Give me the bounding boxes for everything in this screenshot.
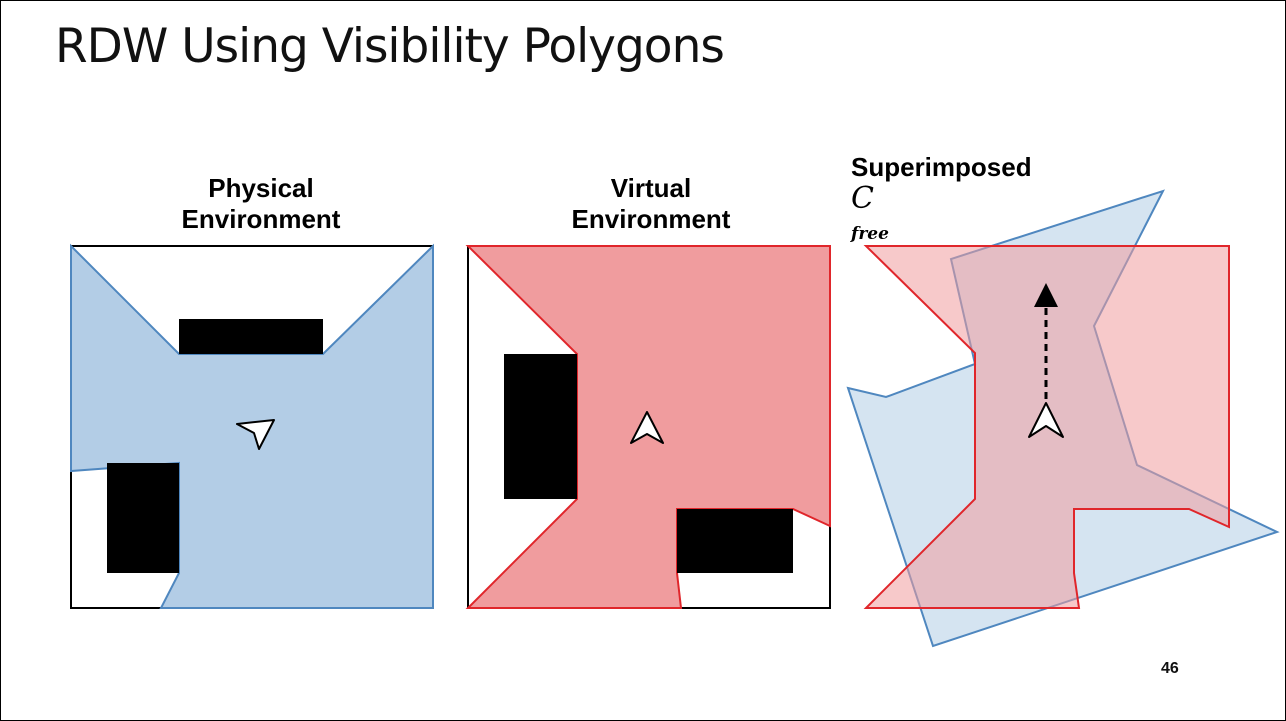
superimposed-panel bbox=[846, 189, 1280, 648]
virtual-environment-label: Virtual Environment bbox=[511, 173, 791, 235]
physical-environment-panel bbox=[70, 243, 434, 609]
virtual-user-arrow-icon bbox=[630, 411, 664, 444]
virtual-obstacle-bottom-right bbox=[677, 509, 793, 573]
physical-obstacle-top bbox=[179, 319, 323, 354]
physical-obstacle-bottom-left bbox=[107, 463, 179, 573]
page-number: 46 bbox=[1161, 660, 1179, 677]
virtual-obstacle-left bbox=[504, 354, 577, 499]
physical-user-arrow-icon bbox=[236, 419, 275, 450]
physical-label-line1: Physical bbox=[208, 173, 314, 203]
slide-title: RDW Using Visibility Polygons bbox=[55, 19, 725, 74]
cfree-subscript: free bbox=[851, 224, 889, 244]
virtual-label-line2: Environment bbox=[571, 204, 731, 234]
physical-label-line2: Environment bbox=[181, 204, 341, 234]
virtual-environment-panel bbox=[465, 245, 831, 609]
superimposed-user-arrow-icon bbox=[1028, 402, 1064, 438]
virtual-label-line1: Virtual bbox=[610, 173, 692, 203]
physical-environment-label: Physical Environment bbox=[121, 173, 401, 235]
cfree-symbol-letter: C bbox=[851, 181, 874, 216]
superimposed-label-text: Superimposed bbox=[851, 152, 1032, 182]
